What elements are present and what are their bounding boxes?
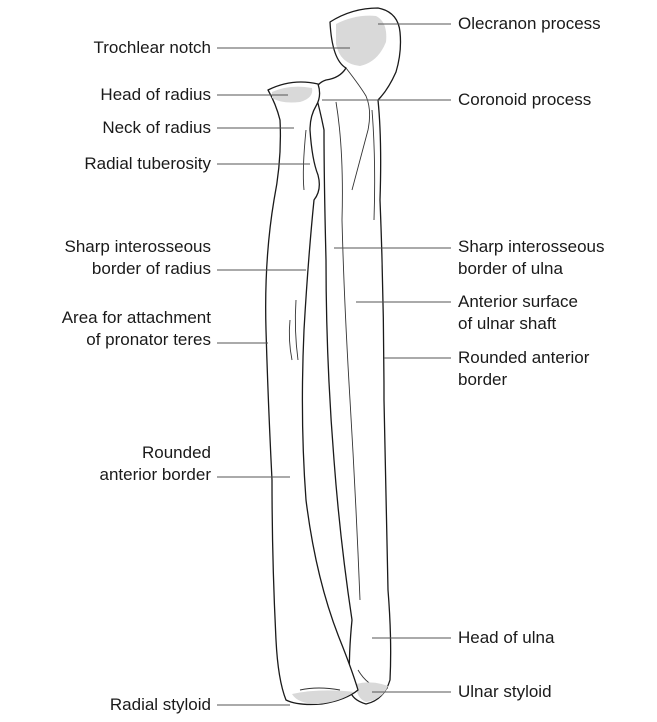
label-trochlear-notch: Trochlear notch (94, 37, 211, 59)
label-sharp-interosseous-border-radius: Sharp interosseous border of radius (65, 236, 211, 280)
label-neck-of-radius: Neck of radius (102, 117, 211, 139)
label-rounded-anterior-border-radius: Rounded anterior border (99, 442, 211, 486)
label-olecranon-process: Olecranon process (458, 13, 601, 35)
label-radial-styloid: Radial styloid (110, 694, 211, 716)
label-rounded-anterior-border-ulna: Rounded anterior border (458, 347, 589, 391)
ulna-bone (316, 8, 401, 704)
label-coronoid-process: Coronoid process (458, 89, 591, 111)
label-anterior-surface-ulnar-shaft: Anterior surface of ulnar shaft (458, 291, 578, 335)
label-ulnar-styloid: Ulnar styloid (458, 681, 552, 703)
label-radial-tuberosity: Radial tuberosity (84, 153, 211, 175)
label-sharp-interosseous-border-ulna: Sharp interosseous border of ulna (458, 236, 604, 280)
label-head-of-radius: Head of radius (100, 84, 211, 106)
label-head-of-ulna: Head of ulna (458, 627, 554, 649)
label-area-pronator-teres: Area for attachment of pronator teres (62, 307, 211, 351)
